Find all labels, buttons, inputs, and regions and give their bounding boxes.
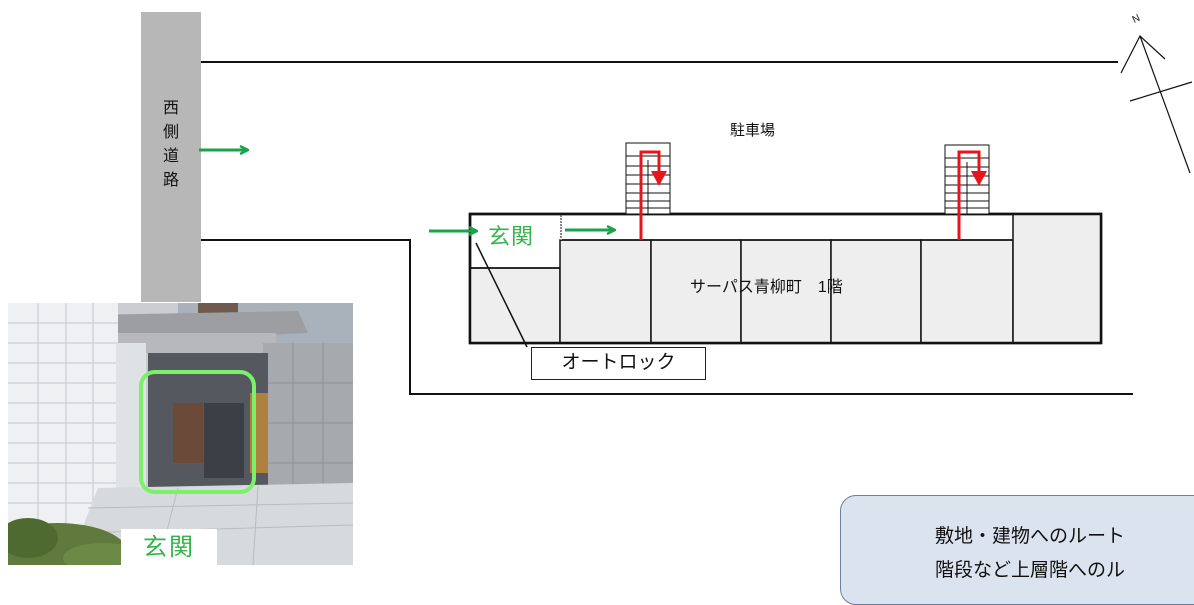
photo-entrance-label: 玄関 xyxy=(121,529,217,565)
parking-label: 駐車場 xyxy=(730,122,776,139)
legend-item-site-route: 敷地・建物へのルート xyxy=(935,526,1126,547)
legend-item-stairs-route: 階段など上層階へのル xyxy=(935,560,1126,581)
entrance-photo-illustration xyxy=(8,303,353,565)
legend-box xyxy=(840,495,1194,605)
entrance-label: 玄関 xyxy=(488,224,535,249)
autolock-leader xyxy=(475,242,528,348)
site-lower-boundary xyxy=(201,239,1133,395)
compass-north-label: N xyxy=(1131,13,1142,26)
road-label-char: 西 xyxy=(162,100,179,117)
compass-icon xyxy=(1120,35,1193,174)
road-label-char: 道 xyxy=(162,148,179,165)
red-arrowhead-right xyxy=(971,171,987,186)
road-label-char: 路 xyxy=(162,172,179,189)
autolock-label: オートロック xyxy=(531,347,706,380)
red-stair-route-left xyxy=(639,150,661,240)
room-cells xyxy=(469,213,1102,344)
west-road xyxy=(141,12,201,302)
building-label: サーパス青柳町 1階 xyxy=(690,279,843,296)
west-road-label: 西 側 道 路 xyxy=(141,97,201,193)
site-map: N xyxy=(199,13,1193,565)
stairs-left xyxy=(625,142,671,215)
red-arrowhead-left xyxy=(651,171,667,186)
red-stair-route-right xyxy=(957,150,981,240)
entrance-photo xyxy=(8,303,353,565)
road-label-char: 側 xyxy=(162,124,179,141)
